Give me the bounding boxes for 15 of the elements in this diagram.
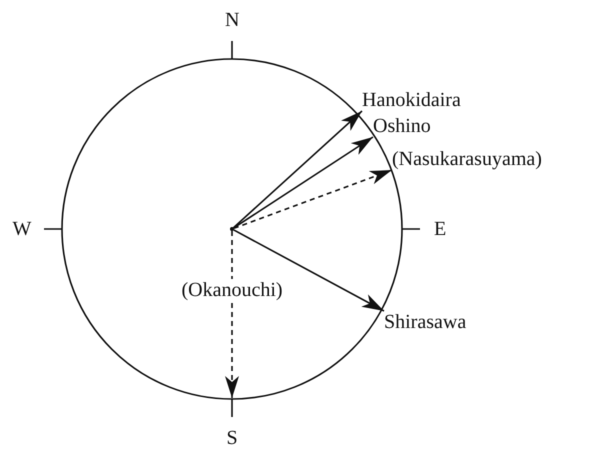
compass-direction-label: E bbox=[434, 218, 446, 240]
arrow bbox=[225, 231, 239, 398]
arrow bbox=[233, 136, 374, 229]
center-point bbox=[230, 227, 234, 231]
arrow bbox=[234, 169, 392, 230]
place-name: Shirasawa bbox=[384, 311, 466, 333]
place-name: Hanokidaira bbox=[362, 89, 461, 111]
arrow bbox=[232, 110, 363, 228]
place-name: Oshino bbox=[373, 115, 431, 137]
compass-direction-label: W bbox=[12, 218, 32, 240]
edge-label: (Okanouchi) bbox=[182, 279, 283, 301]
place-name: (Nasukarasuyama) bbox=[392, 148, 542, 170]
arrow bbox=[233, 229, 384, 312]
compass-direction-label: S bbox=[226, 427, 238, 449]
compass-direction-label: N bbox=[225, 9, 240, 31]
